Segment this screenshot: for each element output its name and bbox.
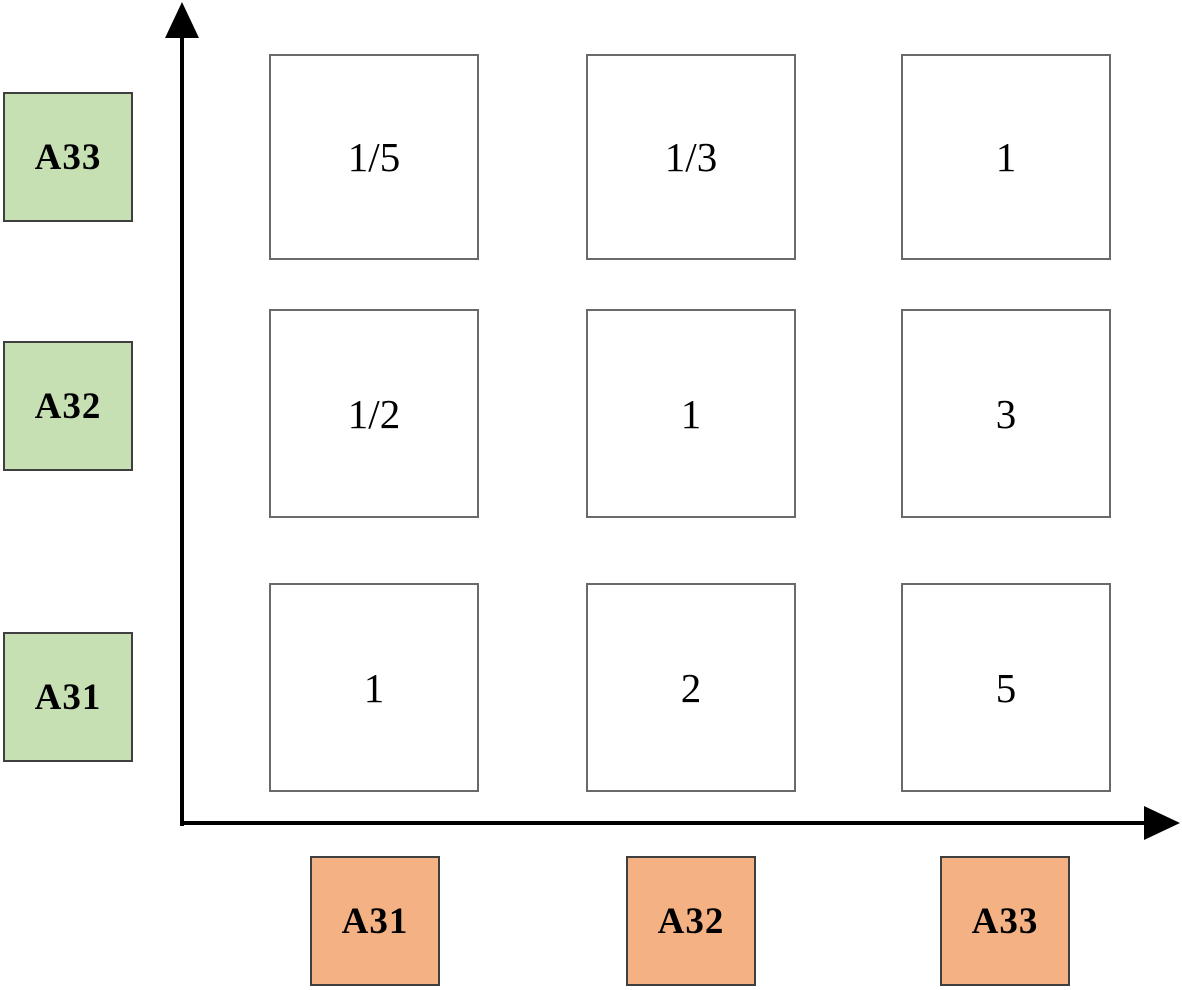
matrix-cell-r2c2: 1 (586, 309, 796, 518)
row-label-a32: A32 (3, 341, 133, 471)
matrix-cell-r3c3: 5 (901, 583, 1111, 792)
matrix-cell-r2c1: 1/2 (269, 309, 479, 518)
y-axis (180, 26, 184, 826)
col-label-a31: A31 (310, 856, 440, 986)
matrix-cell-r2c3: 3 (901, 309, 1111, 518)
matrix-cell-r3c2: 2 (586, 583, 796, 792)
matrix-cell-r1c1: 1/5 (269, 54, 479, 260)
y-axis-arrow-icon (165, 2, 199, 38)
matrix-cell-r1c3: 1 (901, 54, 1111, 260)
col-label-a33: A33 (940, 856, 1070, 986)
x-axis-arrow-icon (1144, 806, 1180, 840)
col-label-a32: A32 (626, 856, 756, 986)
row-label-a33: A33 (3, 92, 133, 222)
matrix-cell-r1c2: 1/3 (586, 54, 796, 260)
matrix-cell-r3c1: 1 (269, 583, 479, 792)
row-label-a31: A31 (3, 632, 133, 762)
x-axis (180, 821, 1150, 825)
